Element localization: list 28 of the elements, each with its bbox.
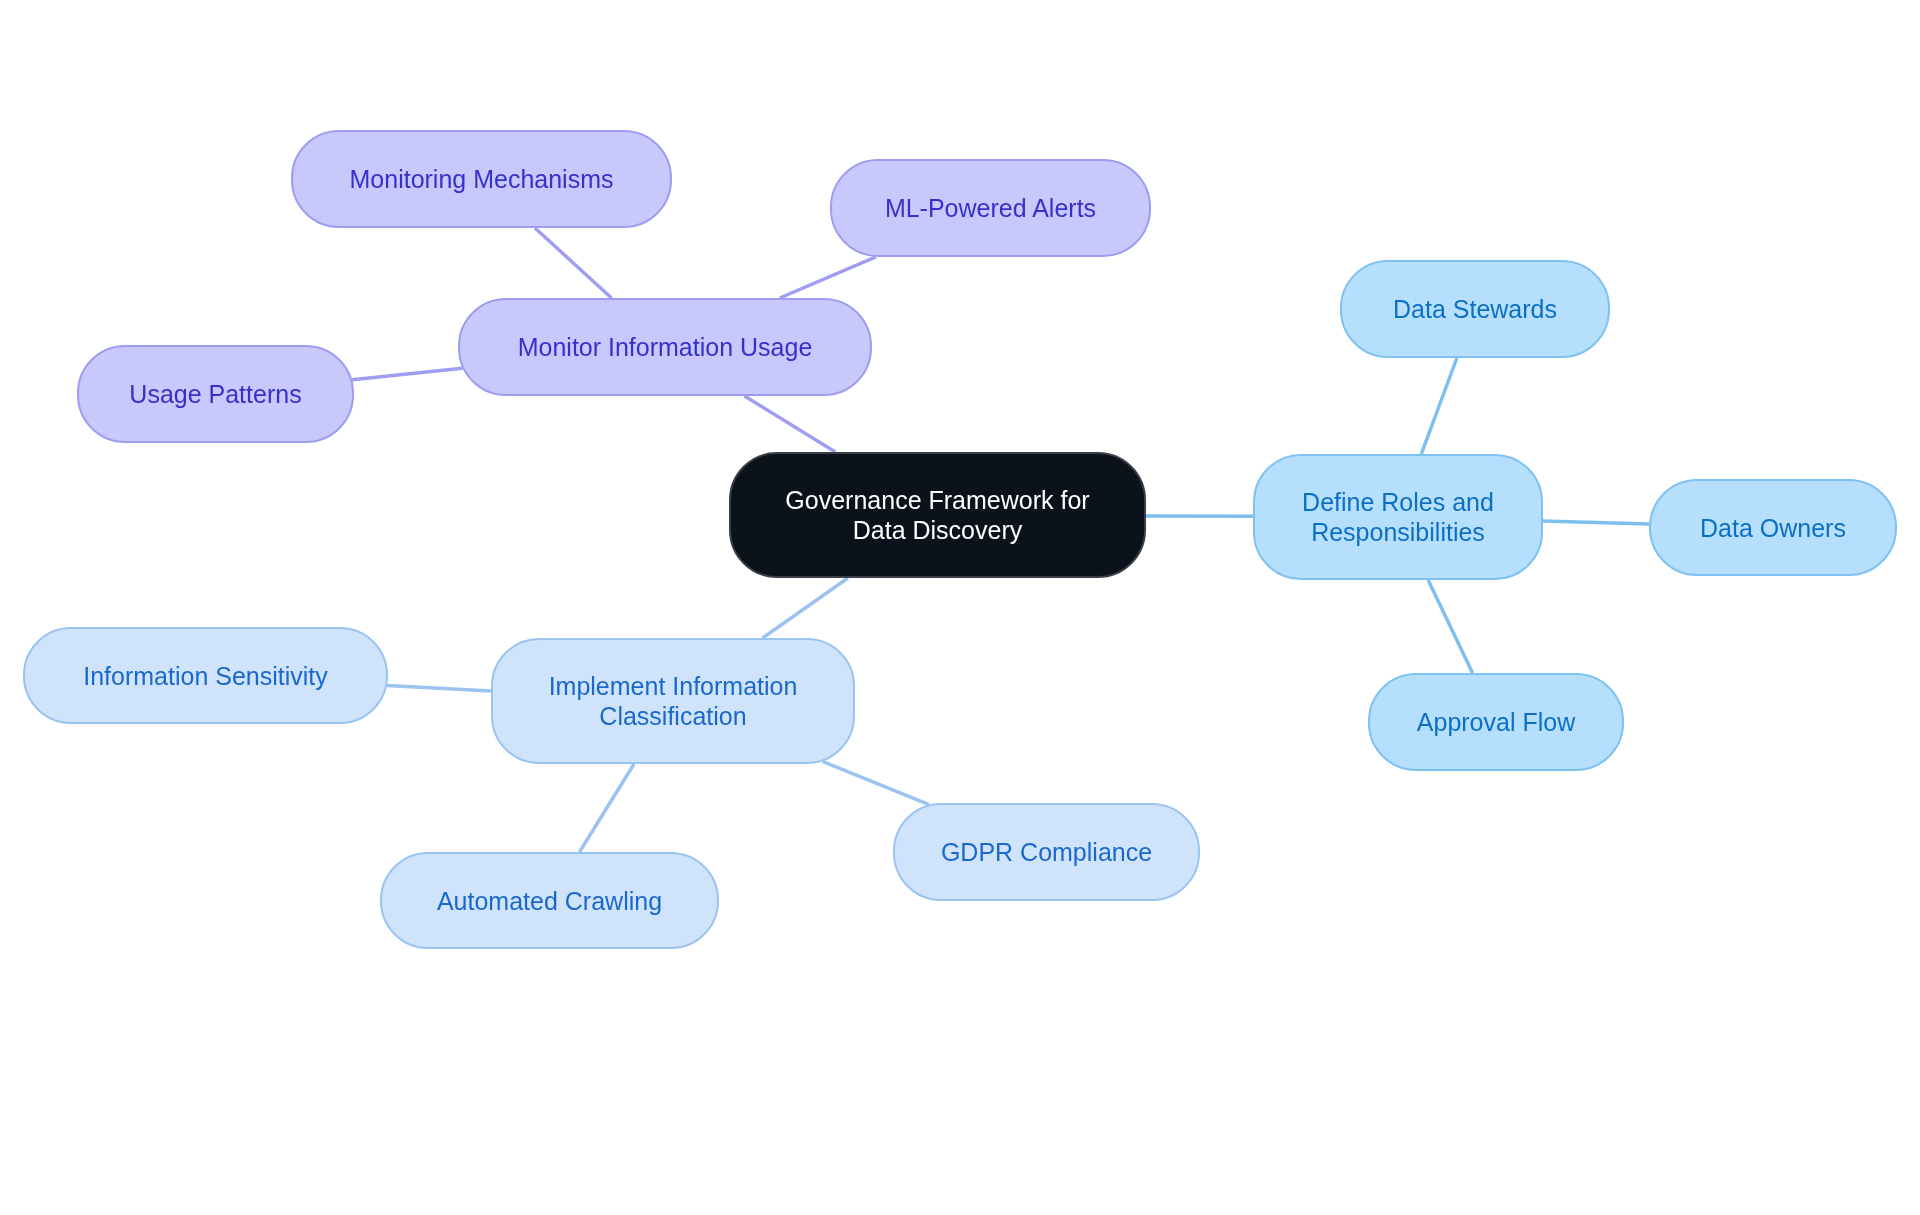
- branch-topic-node: [491, 638, 855, 764]
- connector-line: [761, 576, 849, 640]
- node-label: Implement Information Classification: [547, 671, 799, 731]
- node-label: ML-Powered Alerts: [884, 193, 1097, 223]
- connector-line: [578, 763, 636, 853]
- node-label: Monitoring Mechanisms: [349, 164, 614, 194]
- node-label: Data Owners: [1700, 512, 1846, 543]
- node-label: GDPR Compliance: [940, 837, 1153, 867]
- connector-line: [779, 255, 877, 300]
- connector-line: [1542, 519, 1650, 526]
- node-label: Data Stewards: [1393, 294, 1557, 324]
- connector-line: [1426, 579, 1475, 674]
- connector-line: [1146, 514, 1253, 519]
- node-label: Governance Framework for Data Discovery: [784, 485, 1091, 545]
- connector-line: [743, 394, 837, 454]
- node-label: Automated Crawling: [436, 885, 663, 916]
- connector-line: [533, 226, 613, 300]
- node-label: Information Sensitivity: [83, 660, 328, 691]
- connector-line: [351, 366, 463, 382]
- central-topic-node: [729, 452, 1146, 578]
- node-label: Define Roles and Responsibilities: [1301, 487, 1495, 547]
- connector-line: [821, 759, 930, 807]
- node-label: Approval Flow: [1416, 707, 1576, 737]
- branch-topic-node: [1253, 454, 1543, 580]
- node-label: Monitor Information Usage: [517, 332, 813, 362]
- connector-line: [386, 683, 492, 693]
- connector-line: [1419, 357, 1459, 455]
- node-label: Usage Patterns: [129, 379, 302, 409]
